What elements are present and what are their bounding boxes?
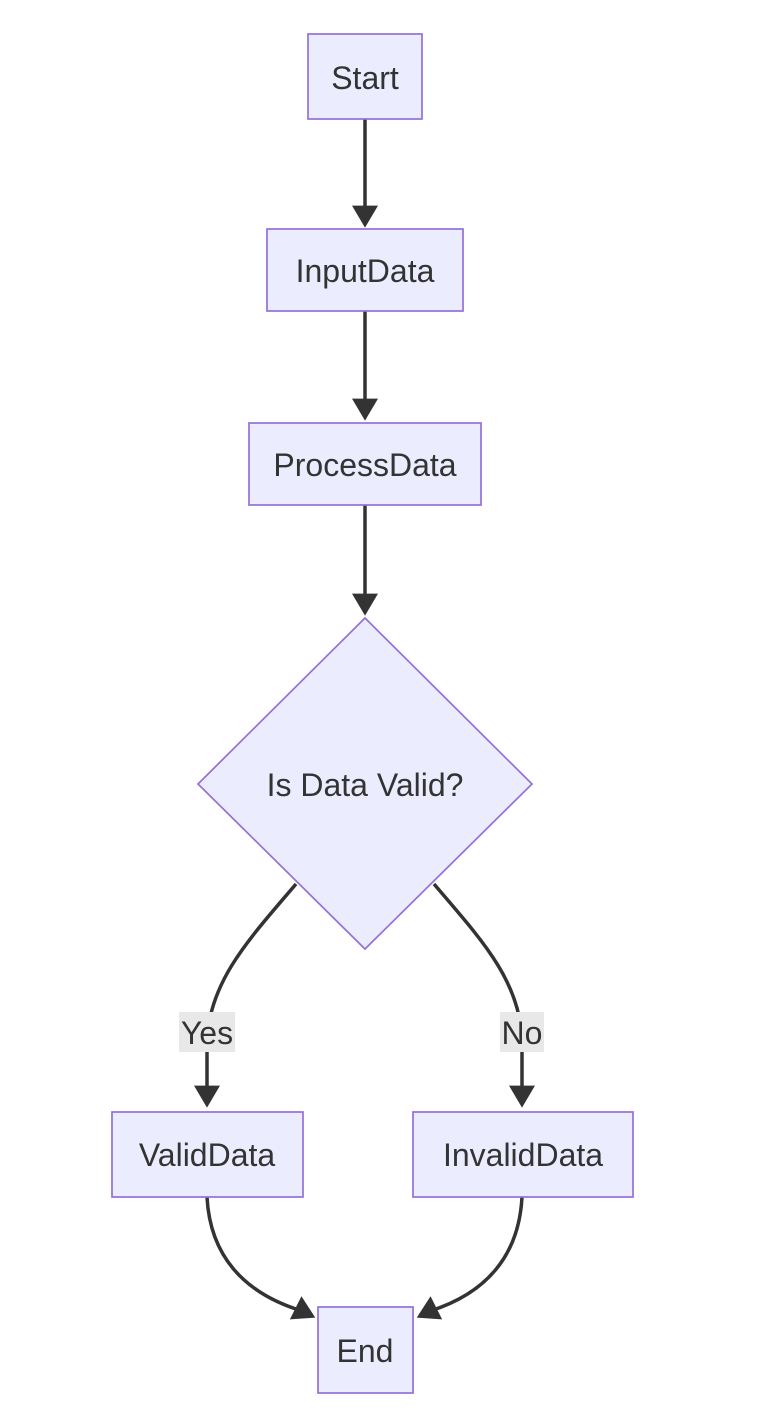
edge-label-no: No bbox=[500, 1012, 544, 1052]
node-end-label: End bbox=[337, 1333, 394, 1369]
node-end: End bbox=[317, 1306, 414, 1394]
edge-invaliddata-end bbox=[416, 1196, 524, 1320]
edge-validdata-end bbox=[205, 1196, 316, 1320]
edge-decision-invaliddata bbox=[432, 882, 535, 1108]
node-inputdata-box bbox=[266, 228, 464, 312]
node-decision-label: Is Data Valid? bbox=[267, 767, 464, 803]
node-processdata-label: ProcessData bbox=[273, 447, 456, 483]
node-start-box bbox=[307, 33, 423, 120]
node-start-label: Start bbox=[331, 60, 399, 96]
node-validdata: ValidData bbox=[111, 1111, 304, 1198]
edge-label-yes-background bbox=[179, 1012, 235, 1052]
edge-label-no-text: No bbox=[502, 1015, 543, 1051]
node-decision-diamond bbox=[196, 616, 534, 951]
node-inputdata: InputData bbox=[266, 228, 464, 312]
node-start: Start bbox=[307, 33, 423, 120]
node-processdata: ProcessData bbox=[248, 422, 482, 506]
edge-decision-validdata bbox=[194, 882, 298, 1108]
node-invaliddata-box bbox=[412, 1111, 634, 1198]
node-processdata-box bbox=[248, 422, 482, 506]
node-invaliddata: InvalidData bbox=[412, 1111, 634, 1198]
node-validdata-label: ValidData bbox=[139, 1137, 276, 1173]
node-validdata-box bbox=[111, 1111, 304, 1198]
edge-label-no-background bbox=[500, 1012, 544, 1052]
node-decision: Is Data Valid? bbox=[196, 616, 534, 951]
node-end-box bbox=[317, 1306, 414, 1394]
edge-label-yes-text: Yes bbox=[181, 1015, 233, 1051]
node-inputdata-label: InputData bbox=[296, 253, 435, 289]
edge-label-yes: Yes bbox=[179, 1012, 235, 1052]
node-invaliddata-label: InvalidData bbox=[443, 1137, 603, 1173]
